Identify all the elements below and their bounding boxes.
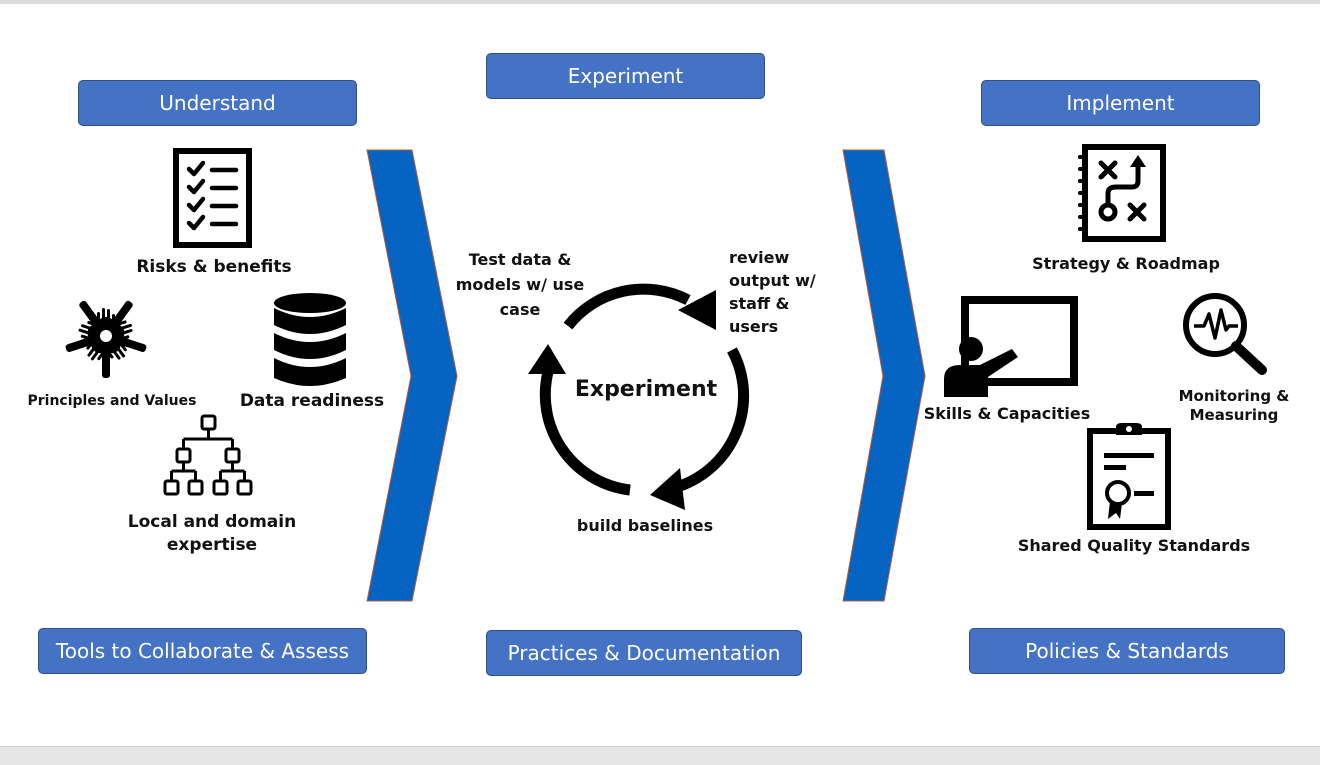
cycle-arrows-icon [528,283,750,510]
review-label-line1: review [729,248,790,267]
baselines-label: build baselines [576,516,714,535]
monitoring-label-line1: Monitoring & [1178,387,1290,405]
quality-standards-label: Shared Quality Standards [1017,536,1251,555]
test-data-label-line2: models w/ use [455,275,585,294]
test-data-label-line1: Test data & [468,250,572,269]
understand-header-label: Understand [159,91,276,115]
experiment-header: Experiment [486,53,765,99]
chevron-arrow-right [842,149,926,602]
expertise-label-line2: expertise [166,535,258,555]
strategy-notebook-icon [1078,144,1166,242]
test-data-label-line3: case [499,300,541,319]
review-label-line2: output w/ [729,271,816,290]
policies-standards-label: Policies & Standards [1025,639,1229,663]
implement-header-label: Implement [1066,91,1175,115]
presenter-board-icon [944,296,1078,397]
bottom-bar [0,746,1320,765]
checklist-icon [173,148,252,248]
experiment-header-label: Experiment [567,64,684,88]
policies-standards-pill: Policies & Standards [969,628,1285,674]
collaborating-hands-icon [65,300,147,378]
monitoring-label-line2: Measuring [1189,406,1279,424]
risks-benefits-label: Risks & benefits [136,257,292,277]
top-border [0,0,1320,4]
hierarchy-icon [163,414,253,496]
practices-documentation-pill: Practices & Documentation [486,630,802,676]
principles-values-label: Principles and Values [27,393,197,409]
chevron-arrow-left [366,149,458,602]
cycle-center-label: Experiment [574,377,718,402]
tools-collaborate-label: Tools to Collaborate & Assess [55,639,350,663]
understand-header: Understand [78,80,357,126]
monitoring-magnifier-icon [1183,293,1267,375]
expertise-label-line1: Local and domain [127,512,297,532]
review-label-line3: staff & [729,294,790,313]
practices-documentation-label: Practices & Documentation [507,641,781,665]
certificate-clipboard-icon [1087,423,1171,530]
database-icon [274,293,346,386]
review-label-line4: users [729,317,779,336]
data-readiness-label: Data readiness [239,391,385,411]
implement-header: Implement [981,80,1260,126]
tools-collaborate-pill: Tools to Collaborate & Assess [38,628,367,674]
skills-capacities-label: Skills & Capacities [923,404,1091,423]
strategy-roadmap-label: Strategy & Roadmap [1032,254,1220,273]
